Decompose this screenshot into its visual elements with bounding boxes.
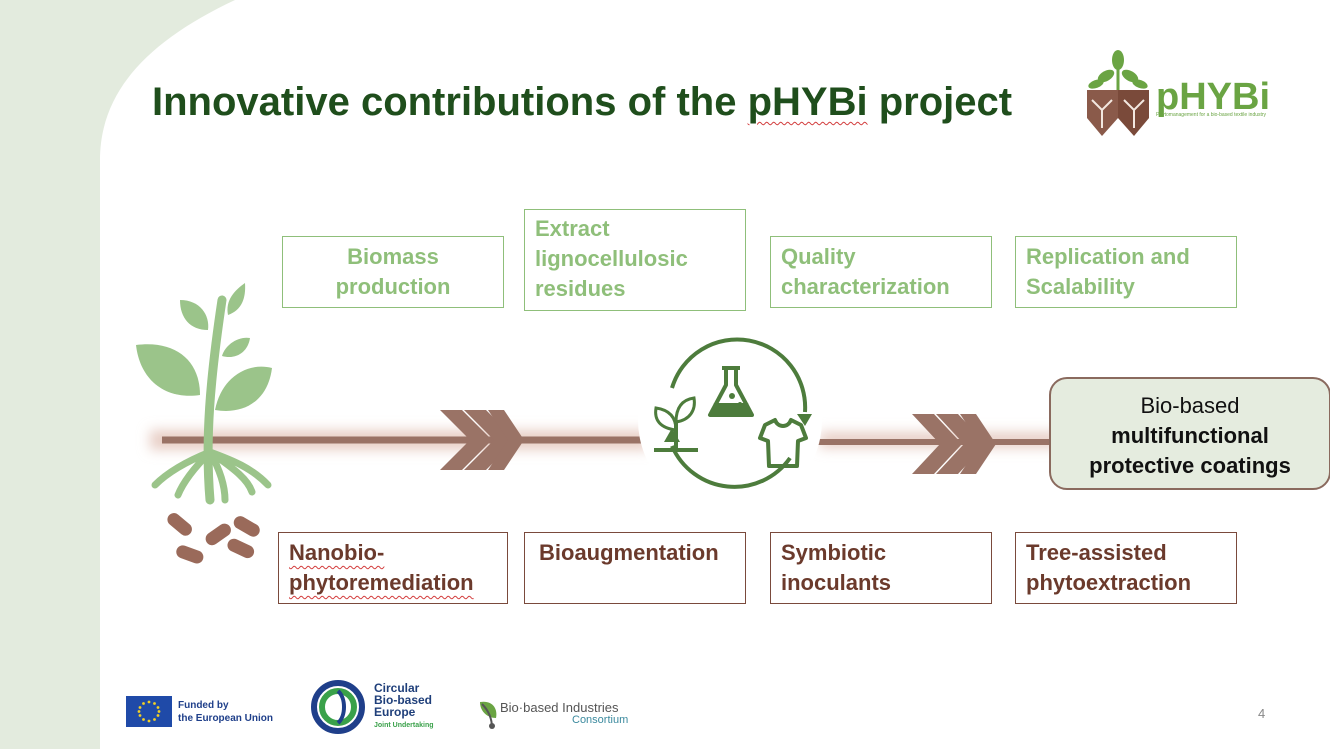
- step-label: Biomass production: [335, 244, 451, 299]
- phybi-logo-tagline: Phytomanagement for a bio-based textile …: [1156, 112, 1267, 118]
- step-label: Symbiotic inoculants: [781, 540, 892, 595]
- step-replication-scalability: Replication and Scalability: [1015, 236, 1237, 308]
- cbe-logo-subtitle: Joint Undertaking: [374, 722, 434, 729]
- eu-funding-text: Funded by the European Union: [178, 700, 273, 724]
- chevron-arrows-icon: [440, 410, 524, 470]
- cbe-logo: Circular Bio-based Europe Joint Undertak…: [308, 680, 434, 739]
- step-symbiotic-inoculants: Symbiotic inoculants: [770, 532, 992, 604]
- phybi-logo-name: pHYBi: [1156, 76, 1270, 118]
- result-line1: Bio-based: [1140, 393, 1240, 418]
- bic-logo-subtitle: Consortium: [572, 714, 629, 726]
- step-nanobio-phytoremediation: Nanobio-phytoremediation: [278, 532, 508, 604]
- step-label: Tree-assisted phytoextraction: [1026, 540, 1192, 595]
- step-quality-characterization: Quality characterization: [770, 236, 992, 308]
- phybi-logo-icon: [1087, 50, 1149, 136]
- step-tree-assisted-phytoextraction: Tree-assisted phytoextraction: [1015, 532, 1237, 604]
- cbe-logo-text: Circular Bio-based Europe: [374, 681, 433, 719]
- result-line2: multifunctional: [1111, 423, 1269, 448]
- seeds-icon: [167, 513, 260, 564]
- step-bioaugmentation: Bioaugmentation: [524, 532, 746, 604]
- step-biomass-production: Biomass production: [282, 236, 504, 308]
- step-label: Replication and Scalability: [1026, 244, 1190, 299]
- bic-leaf-icon: [480, 701, 497, 729]
- sprout-icon: [654, 396, 698, 452]
- page-number: 4: [1258, 706, 1266, 721]
- plant-with-roots-icon: [136, 283, 272, 505]
- bic-logo-text: Bio·based Industries: [500, 700, 619, 715]
- result-line3: protective coatings: [1089, 453, 1291, 478]
- eu-flag-icon: [126, 696, 172, 727]
- tshirt-icon: [758, 418, 808, 468]
- step-label: Extract lignocellulosic residues: [535, 216, 688, 301]
- slide-title: Innovative contributions of the pHYBi pr…: [152, 80, 1013, 124]
- step-extract-residues: Extract lignocellulosic residues: [524, 209, 746, 311]
- step-label: Nanobio-phytoremediation: [289, 540, 474, 595]
- step-label: Quality characterization: [781, 244, 950, 299]
- step-label: Bioaugmentation: [539, 540, 719, 565]
- chevron-arrows-icon: [912, 414, 996, 474]
- cbe-logo-icon: [311, 680, 365, 734]
- flask-icon: [708, 366, 754, 417]
- result-bio-based-coatings: Bio-based multifunctional protective coa…: [1049, 377, 1330, 490]
